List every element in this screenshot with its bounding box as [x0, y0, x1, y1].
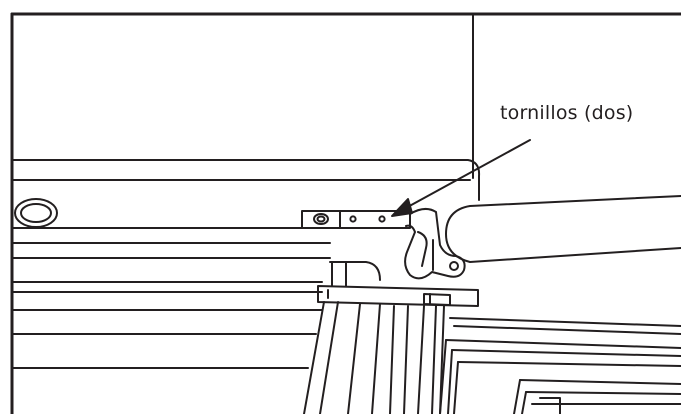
bracket: [317, 285, 479, 307]
screw-hole-2: [378, 215, 386, 223]
callout-label: tornillos (dos): [500, 102, 634, 124]
drawer-corner: [439, 317, 681, 414]
vertical-posts: [303, 261, 445, 414]
door-handle: [445, 195, 681, 263]
screw-hole-1: [349, 215, 357, 223]
outer-frame: [10, 12, 681, 414]
top-rail: [11, 227, 331, 259]
slide-rail: [11, 261, 381, 369]
cabinet-top-edge: [11, 159, 481, 201]
hinge-plate: [301, 210, 411, 229]
hinge-arm: [404, 208, 466, 280]
callout-leader: [391, 139, 531, 217]
round-plug: [14, 198, 58, 228]
